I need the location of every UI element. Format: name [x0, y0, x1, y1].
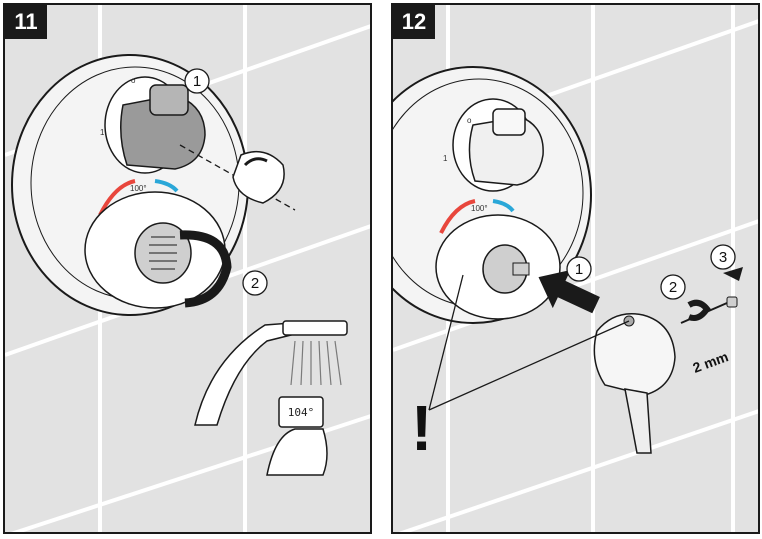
hot-scale — [98, 179, 136, 216]
pointer-line-handle — [428, 320, 630, 411]
callout-1-label: 1 — [575, 261, 583, 278]
handle-lever — [624, 388, 652, 454]
callout-2-label: 2 — [251, 275, 259, 292]
callout-2 — [660, 274, 686, 300]
thermometer-reading: 104° — [288, 406, 315, 419]
step-11-illustration: o 1 1 100° 2 104° — [5, 5, 370, 532]
callout-2-label: 2 — [669, 279, 677, 296]
ring-mark-top: o — [131, 76, 136, 85]
hot-scale — [439, 199, 476, 234]
callout-3 — [710, 244, 736, 270]
grub-screw — [726, 296, 738, 308]
thermometer-icon — [278, 396, 324, 428]
spindle-splines — [149, 236, 177, 270]
step-12-illustration: o 1 100° 1 ! 2 3 2 mm — [393, 5, 758, 532]
ring-mark-left: 1 — [100, 128, 105, 137]
hand-holding-thermometer — [266, 428, 328, 476]
ring-mark-left: 1 — [443, 154, 448, 163]
callout-1 — [184, 68, 210, 94]
callout-2 — [242, 270, 268, 296]
ring-mark-top: o — [467, 116, 472, 125]
step-number: 12 — [393, 5, 435, 39]
callout-1-label: 1 — [193, 73, 201, 90]
panel-step-11: o 1 1 100° 2 104° — [3, 3, 372, 534]
allen-key-icon — [680, 302, 728, 324]
water-spray — [290, 340, 342, 386]
temp-marker-label: 100° — [130, 184, 147, 193]
rotate-arrow-icon — [179, 230, 232, 308]
callout-3-label: 3 — [719, 249, 727, 266]
thermostat-handle — [593, 313, 676, 396]
cold-scale — [154, 179, 179, 193]
upper-handle-body — [468, 116, 544, 186]
callout-1 — [566, 256, 592, 282]
step-number: 11 — [5, 5, 47, 39]
shower-head — [282, 320, 348, 336]
pointer-line-spindle — [428, 274, 464, 411]
rotate-arrow-icon — [243, 157, 268, 167]
warning-icon: ! — [411, 392, 432, 464]
temp-marker-label: 100° — [471, 204, 488, 213]
cold-scale — [492, 199, 515, 213]
spindle-tip — [512, 262, 530, 276]
allen-key-size-label: 2 mm — [691, 348, 731, 376]
upper-handle-lever — [492, 108, 526, 136]
panel-step-12: o 1 100° 1 ! 2 3 2 mm 12 — [391, 3, 760, 534]
removal-axis — [179, 144, 296, 211]
push-arrow-icon — [538, 270, 600, 314]
upper-handle-lever — [149, 84, 189, 116]
push-arrow-icon — [723, 267, 743, 281]
